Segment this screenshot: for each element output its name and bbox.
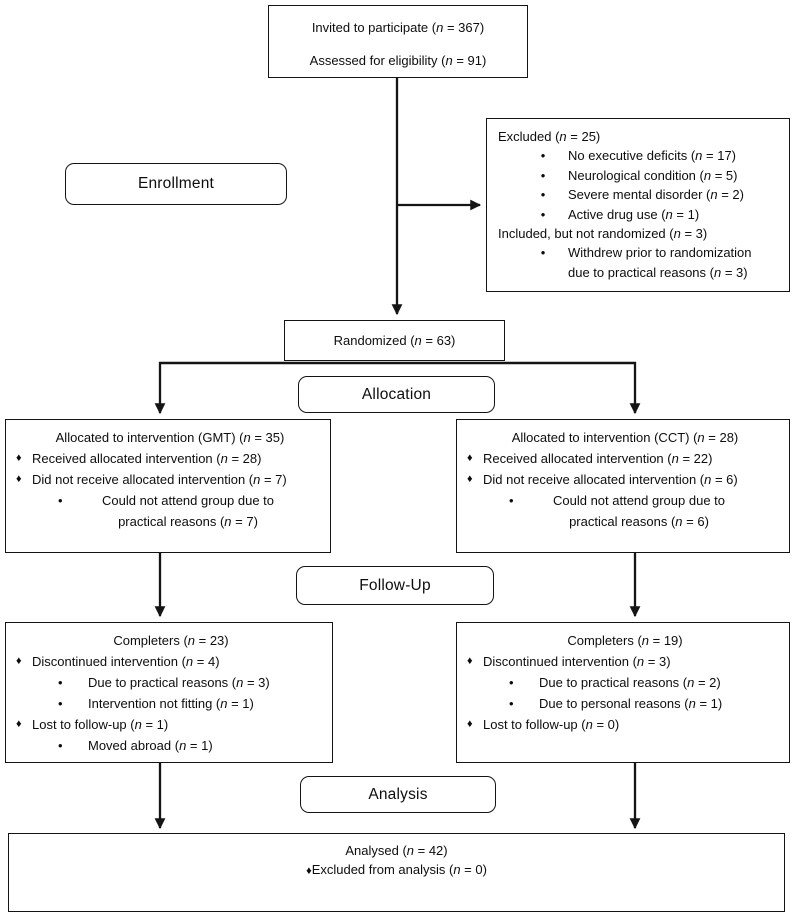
not-randomized-heading: Included, but not randomized (n = 3) (498, 226, 708, 242)
allocation-gmt-received: ♦ Received allocated intervention (n = 2… (16, 448, 324, 469)
stage-label-follow-up: Follow-Up (296, 566, 494, 605)
excluded-heading: Excluded (n = 25) (498, 129, 601, 144)
allocation-cct-not-received-text: Did not receive allocated intervention (… (483, 472, 738, 487)
randomized-box: Randomized (n = 63) (284, 320, 505, 361)
allocation-cct-reason: • Could not attend group due to practica… (467, 490, 783, 532)
bullet-icon: • (58, 493, 63, 508)
diamond-icon: ♦ (467, 718, 473, 730)
followup-gmt-lost-reason: • Moved abroad (n = 1) (16, 735, 326, 756)
eligibility-box: Invited to participate (n = 367) Assesse… (268, 5, 528, 78)
stage-label-text: Allocation (361, 385, 432, 403)
bullet-icon: • (540, 206, 546, 222)
followup-gmt-lost-reason-text: Moved abroad (n = 1) (88, 738, 213, 753)
followup-cct-lost: ♦ Lost to follow-up (n = 0) (467, 714, 783, 735)
diamond-icon: ♦ (467, 655, 473, 667)
followup-gmt-reason-text: Intervention not fitting (n = 1) (88, 696, 254, 711)
followup-box-gmt: Completers (n = 23) ♦ Discontinued inter… (5, 622, 333, 763)
allocation-gmt-reason: • Could not attend group due to practica… (16, 490, 324, 532)
assessed-line: Assessed for eligibility (n = 91) (309, 52, 487, 68)
invited-line: Invited to participate (n = 367) (311, 20, 485, 35)
followup-gmt-lost-text: Lost to follow-up (n = 1) (32, 717, 169, 732)
followup-cct-reason-text: Due to personal reasons (n = 1) (539, 696, 723, 711)
excluded-item-text: Neurological condition (n = 5) (568, 167, 738, 183)
followup-cct-title: Completers (n = 19) (567, 633, 683, 648)
excluded-from-analysis-line: ♦Excluded from analysis (n = 0) (9, 860, 784, 881)
excluded-item: • Severe mental disorder (n = 2) (498, 185, 783, 204)
excluded-item-text: Active drug use (n = 1) (568, 206, 700, 222)
followup-gmt-title: Completers (n = 23) (113, 633, 229, 648)
followup-cct-reason: • Due to personal reasons (n = 1) (467, 693, 783, 714)
not-randomized-item-text: Withdrew prior to randomization due to p… (568, 245, 752, 280)
not-randomized-item: • Withdrew prior to randomization due to… (498, 243, 783, 282)
allocation-gmt-reason-text: Could not attend group due to practical … (101, 493, 275, 529)
excluded-item: • Active drug use (n = 1) (498, 205, 783, 224)
bullet-icon: • (58, 738, 63, 753)
stage-label-enrollment: Enrollment (65, 163, 287, 205)
excluded-item-text: No executive deficits (n = 17) (568, 148, 737, 164)
followup-cct-discontinued-text: Discontinued intervention (n = 3) (483, 654, 671, 669)
excluded-item: • Neurological condition (n = 5) (498, 166, 783, 185)
stage-label-allocation: Allocation (298, 376, 495, 413)
allocation-gmt-not-received-text: Did not receive allocated intervention (… (32, 472, 287, 487)
excluded-item: • No executive deficits (n = 17) (498, 146, 783, 165)
allocation-cct-not-received: ♦ Did not receive allocated intervention… (467, 469, 783, 490)
followup-gmt-reason: • Intervention not fitting (n = 1) (16, 693, 326, 714)
stage-label-text: Follow-Up (359, 576, 431, 594)
bullet-icon: • (509, 675, 514, 690)
analysed-box: Analysed (n = 42) ♦Excluded from analysi… (8, 833, 785, 912)
stage-label-analysis: Analysis (300, 776, 496, 813)
allocation-gmt-received-text: Received allocated intervention (n = 28) (32, 451, 262, 466)
allocation-gmt-not-received: ♦ Did not receive allocated intervention… (16, 469, 324, 490)
bullet-icon: • (540, 167, 546, 183)
allocation-cct-reason-text: Could not attend group due to practical … (552, 493, 726, 529)
bullet-icon: • (58, 675, 63, 690)
followup-box-cct: Completers (n = 19) ♦ Discontinued inter… (456, 622, 790, 763)
stage-label-text: Enrollment (137, 175, 215, 192)
followup-cct-discontinued: ♦ Discontinued intervention (n = 3) (467, 651, 783, 672)
allocation-box-cct: Allocated to intervention (CCT) (n = 28)… (456, 419, 790, 553)
allocation-cct-title: Allocated to intervention (CCT) (n = 28) (511, 430, 739, 445)
bullet-icon: • (509, 493, 514, 508)
excluded-item-text: Severe mental disorder (n = 2) (568, 187, 744, 203)
allocation-cct-received: ♦ Received allocated intervention (n = 2… (467, 448, 783, 469)
bullet-icon: • (58, 696, 63, 711)
diamond-icon: ♦ (467, 452, 473, 464)
analysed-line: Analysed (n = 42) (345, 843, 448, 858)
followup-gmt-discontinued-text: Discontinued intervention (n = 4) (32, 654, 220, 669)
excluded-box: Excluded (n = 25) • No executive deficit… (486, 118, 790, 292)
randomized-text: Randomized (n = 63) (333, 332, 456, 348)
allocation-box-gmt: Allocated to intervention (GMT) (n = 35)… (5, 419, 331, 553)
diamond-icon: ♦ (16, 718, 22, 730)
followup-cct-lost-text: Lost to follow-up (n = 0) (483, 717, 620, 732)
stage-label-text: Analysis (368, 785, 428, 803)
allocation-cct-received-text: Received allocated intervention (n = 22) (483, 451, 713, 466)
diamond-icon: ♦ (467, 473, 473, 485)
followup-gmt-reason: • Due to practical reasons (n = 3) (16, 672, 326, 693)
followup-gmt-lost: ♦ Lost to follow-up (n = 1) (16, 714, 326, 735)
diamond-icon: ♦ (16, 655, 22, 667)
bullet-icon: • (540, 148, 546, 164)
bullet-icon: • (509, 696, 514, 711)
allocation-gmt-title: Allocated to intervention (GMT) (n = 35) (55, 430, 285, 445)
bullet-icon: • (540, 245, 546, 261)
followup-gmt-discontinued: ♦ Discontinued intervention (n = 4) (16, 651, 326, 672)
followup-gmt-reason-text: Due to practical reasons (n = 3) (88, 675, 270, 690)
diamond-icon: ♦ (16, 452, 22, 464)
followup-cct-reason: • Due to practical reasons (n = 2) (467, 672, 783, 693)
excluded-from-analysis-text: Excluded from analysis (n = 0) (311, 862, 487, 877)
diamond-icon: ♦ (306, 865, 312, 877)
bullet-icon: • (540, 187, 546, 203)
diamond-icon: ♦ (16, 473, 22, 485)
followup-cct-reason-text: Due to practical reasons (n = 2) (539, 675, 721, 690)
